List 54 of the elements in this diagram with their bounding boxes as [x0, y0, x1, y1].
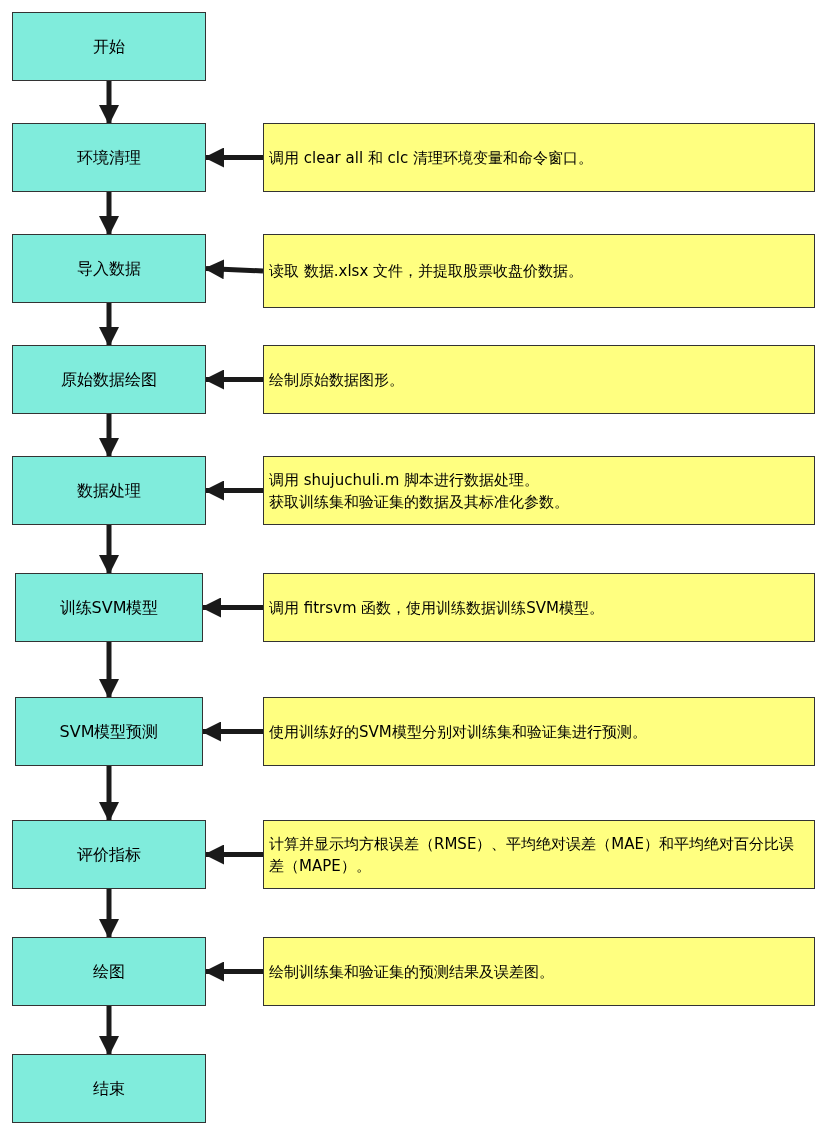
process-box	[12, 937, 206, 1006]
note-text: 绘制原始数据图形。	[269, 369, 405, 391]
process-box	[15, 573, 203, 642]
note-box	[263, 345, 815, 414]
step-label: 原始数据绘图	[61, 368, 157, 391]
note-box	[263, 697, 815, 766]
step-label: 结束	[93, 1077, 125, 1100]
arrow	[204, 844, 263, 865]
process-box	[12, 456, 206, 525]
arrow	[99, 192, 119, 236]
step-label: 训练SVM模型	[59, 596, 159, 619]
arrow	[204, 961, 263, 982]
note-box	[263, 234, 815, 308]
arrow	[204, 369, 263, 390]
process-box	[12, 345, 206, 414]
arrow	[201, 721, 263, 742]
step-label: 导入数据	[77, 257, 141, 280]
note-text: 绘制训练集和验证集的预测结果及误差图。	[269, 961, 555, 983]
note-text: 调用 clear all 和 clc 清理环境变量和命令窗口。	[269, 147, 595, 169]
arrow	[99, 642, 119, 699]
note-box	[263, 456, 815, 525]
arrow	[204, 259, 264, 280]
step-label: 评价指标	[77, 843, 141, 866]
process-box	[12, 12, 206, 81]
arrow	[99, 81, 119, 125]
note-box	[263, 573, 815, 642]
step-label: 绘图	[93, 960, 125, 983]
note-text: 计算并显示均方根误差（RMSE）、平均绝对误差（MAE）和平均绝对百分比误差（MAPE）。	[269, 833, 796, 877]
arrow	[204, 147, 263, 168]
note-box	[263, 123, 815, 192]
arrow	[201, 597, 263, 618]
note-box	[263, 937, 815, 1006]
step-label: 数据处理	[77, 479, 141, 502]
arrow	[204, 480, 263, 501]
note-text: 读取 数据.xlsx 文件，并提取股票收盘价数据。	[269, 261, 585, 282]
note-text: 使用训练好的SVM模型分别对训练集和验证集进行预测。	[269, 721, 648, 743]
process-box	[12, 820, 206, 889]
process-box	[12, 123, 206, 192]
note-text: 调用 shujuchuli.m 脚本进行数据处理。	[269, 469, 540, 491]
arrow	[99, 414, 119, 458]
arrow	[99, 889, 119, 939]
arrow	[99, 766, 119, 822]
note-text: 获取训练集和验证集的数据及其标准化参数。	[269, 491, 570, 513]
step-label: 环境清理	[77, 146, 141, 169]
arrow	[99, 525, 119, 575]
step-label: 开始	[93, 35, 125, 58]
arrow	[99, 303, 119, 347]
process-box	[12, 1054, 206, 1123]
note-box	[263, 820, 815, 889]
process-box	[12, 234, 206, 303]
process-box	[15, 697, 203, 766]
step-label: SVM模型预测	[59, 720, 159, 743]
note-text: 调用 fitrsvm 函数，使用训练数据训练SVM模型。	[269, 597, 606, 619]
arrow	[99, 1006, 119, 1056]
